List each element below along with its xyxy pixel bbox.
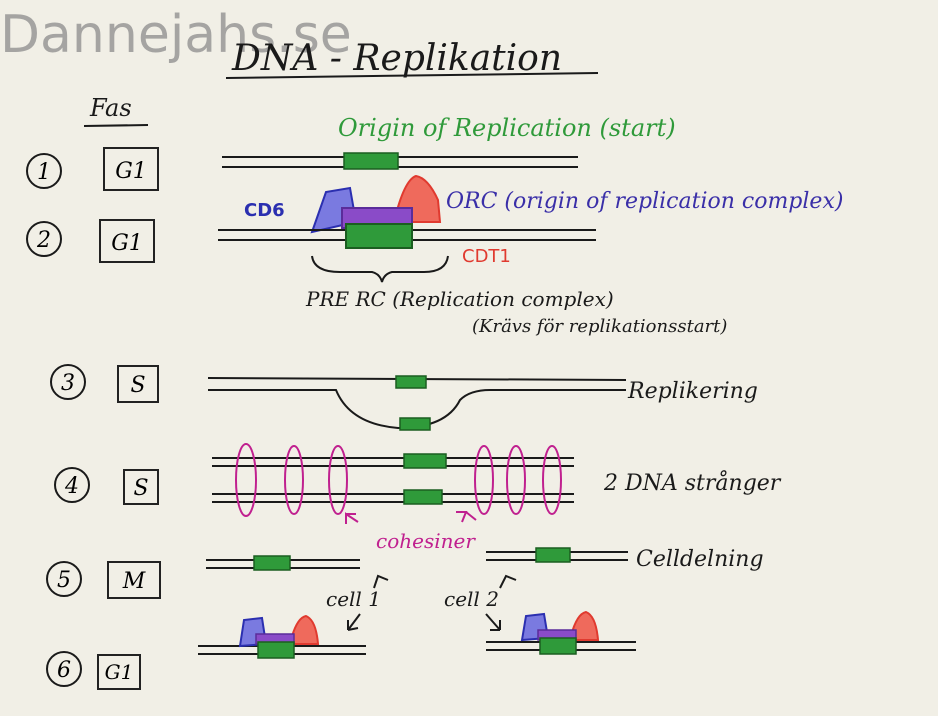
- cell-2-label: cell 2: [444, 587, 499, 611]
- phase-label: S: [130, 373, 145, 398]
- row-3-dna: Replikering: [207, 375, 758, 431]
- step-6-row: 6 G1: [46, 651, 141, 690]
- phase-label: G1: [111, 231, 143, 256]
- cell-1-down-arrow: [347, 613, 361, 631]
- step-number: 3: [61, 371, 75, 396]
- replikering-label: Replikering: [627, 379, 758, 404]
- phase-box: [97, 654, 141, 690]
- step-number: 1: [37, 160, 51, 185]
- step-2-row: 2 G1: [26, 219, 155, 263]
- diagram-title: DNA - Replikation: [231, 38, 562, 79]
- phase-label: G1: [105, 660, 134, 684]
- row-2-dna: CD6 ORC (origin of replication complex) …: [218, 174, 843, 337]
- phase-box: [107, 561, 161, 599]
- step-3-row: 3 S: [50, 364, 159, 403]
- origin-label: Origin of Replication (start): [338, 114, 676, 142]
- watermark: Dannejahs.se: [0, 5, 352, 65]
- origin-region-bottom: [399, 417, 431, 431]
- phase-box: [103, 147, 159, 191]
- cdt1-label: CDT1: [462, 246, 511, 267]
- pre-rc-label: PRE RC (Replication complex): [305, 287, 614, 311]
- phase-box: [117, 365, 159, 403]
- row-5-dna: Celldelning cell 1 cell 2: [206, 547, 764, 631]
- origin-region: [345, 223, 413, 249]
- origin-region-cell-1: [257, 641, 295, 659]
- cdc6-label: CD6: [244, 200, 285, 221]
- phase-header: Fas: [89, 94, 132, 122]
- row-1-dna: Origin of Replication (start): [222, 114, 676, 170]
- phase-box: [123, 469, 159, 505]
- step-number: 5: [57, 568, 71, 593]
- step-number-circle: [46, 651, 82, 687]
- orc-label: ORC (origin of replication complex): [446, 189, 843, 214]
- phase-label: S: [133, 476, 148, 501]
- row-4-dna: 2 DNA strånger cohesiner: [212, 443, 782, 553]
- origin-region-top: [403, 453, 447, 469]
- cohesin-ring: [542, 445, 562, 515]
- cohesin-ring: [506, 445, 526, 515]
- pre-rc-brace: [311, 255, 449, 283]
- step-number: 4: [64, 474, 79, 499]
- celldelning-label: Celldelning: [636, 547, 764, 572]
- replication-bubble: [208, 389, 626, 430]
- step-4-row: 4 S: [54, 467, 159, 505]
- row-6-dna: [198, 610, 636, 659]
- origin-region-top: [395, 375, 427, 389]
- origin-region: [343, 152, 399, 170]
- phase-box: [99, 219, 155, 263]
- cohesin-ring: [235, 443, 257, 517]
- phase-header-underline: [83, 124, 149, 127]
- origin-region-cell-2: [539, 637, 577, 655]
- phase-label: G1: [115, 159, 147, 184]
- cell-2-down-arrow: [485, 613, 501, 631]
- step-number: 6: [57, 658, 71, 683]
- orc-protein-cell-1: [288, 614, 320, 645]
- step-number-circle: [50, 364, 86, 400]
- cohesin-arrow-left: [345, 512, 359, 524]
- origin-region-daughter-2: [535, 547, 571, 563]
- cohesin-ring: [328, 445, 348, 515]
- orc-protein-cell-2: [568, 610, 600, 641]
- cell-1-label: cell 1: [326, 587, 381, 611]
- cell-2-up-arrow: [499, 574, 517, 589]
- step-1-row: 1 G1: [26, 147, 159, 191]
- cohesin-arrow-right: [456, 511, 477, 523]
- step-number-circle: [26, 153, 62, 189]
- cohesin-ring: [474, 445, 494, 515]
- cohesiner-label: cohesiner: [376, 529, 476, 553]
- step-number-circle: [54, 467, 90, 503]
- cell-1-up-arrow: [373, 574, 389, 589]
- cohesin-ring: [284, 445, 304, 515]
- step-number: 2: [36, 228, 51, 253]
- pre-rc-note: (Krävs för replikationsstart): [472, 316, 727, 337]
- origin-region-daughter-1: [253, 555, 291, 571]
- two-strands-label: 2 DNA strånger: [603, 469, 782, 496]
- phase-label: M: [122, 569, 146, 594]
- step-number-circle: [46, 561, 82, 597]
- step-number-circle: [26, 221, 62, 257]
- origin-region-bottom: [403, 489, 443, 505]
- title-underline: [225, 72, 599, 79]
- step-5-row: 5 M: [46, 561, 161, 599]
